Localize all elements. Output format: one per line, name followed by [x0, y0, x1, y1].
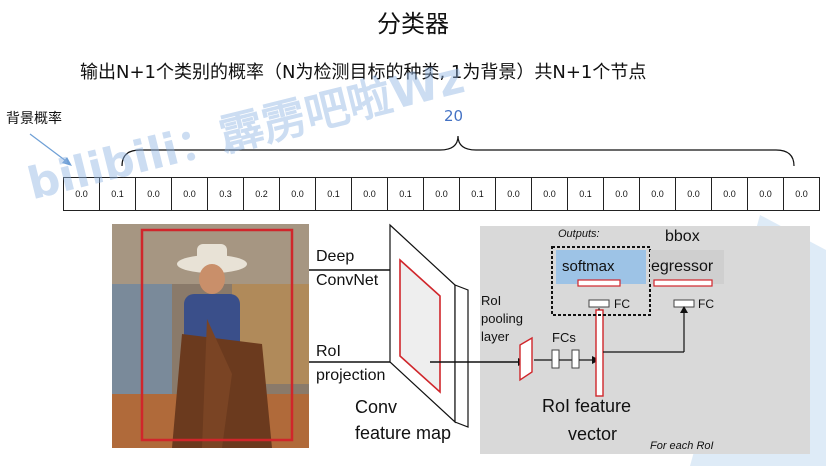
softmax-fc-label: FC: [614, 297, 630, 311]
input-image: [112, 224, 309, 448]
node-count-label: 20: [444, 107, 464, 125]
probability-cell: 0.3: [208, 178, 244, 210]
vector-label: vector: [568, 424, 618, 444]
probability-cell: 0.0: [64, 178, 100, 210]
deep-label: Deep: [316, 248, 355, 265]
roi-feature-label: RoI feature: [542, 396, 632, 416]
roi-label: RoI: [316, 343, 341, 360]
page-title: 分类器: [377, 10, 449, 38]
softmax-fc: [588, 299, 610, 308]
projection-label: projection: [316, 367, 386, 384]
softmax-background: [556, 250, 646, 284]
probability-cell: 0.0: [712, 178, 748, 210]
fcs-label: FCs: [552, 330, 576, 345]
roi-pooling-label-1: RoI: [481, 293, 502, 308]
probability-cell: 0.0: [172, 178, 208, 210]
outputs-label: Outputs:: [558, 228, 600, 240]
probability-cell: 0.1: [100, 178, 136, 210]
page-subtitle: 输出N+1个类别的概率（N为检测目标的种类, 1为背景）共N+1个节点: [80, 62, 647, 83]
regressor-label: egressor: [651, 258, 714, 275]
roi-pooling-label-2: pooling: [481, 311, 523, 326]
probability-cell: 0.0: [676, 178, 712, 210]
probability-cell: 0.2: [244, 178, 280, 210]
fc-layer-1: [551, 349, 560, 369]
probability-cell: 0.1: [568, 178, 604, 210]
probability-cell: 0.1: [460, 178, 496, 210]
background-probability-label: 背景概率: [6, 111, 62, 127]
feature-map-label: feature map: [355, 423, 452, 443]
probability-cell: 0.0: [352, 178, 388, 210]
fc-layer-2: [571, 349, 580, 369]
convnet-label: ConvNet: [316, 272, 379, 289]
probability-cell: 0.1: [388, 178, 424, 210]
roi-pooling-label-3: layer: [481, 329, 510, 344]
roi-pooling-box: [519, 336, 533, 382]
feature-map-roi: [399, 258, 441, 394]
probability-cell: 0.0: [532, 178, 568, 210]
brace-and-arrow: [29, 133, 795, 167]
bbox-fc-label: FC: [698, 297, 714, 311]
for-each-roi-label: For each RoI: [650, 440, 714, 452]
probability-cell: 0.0: [424, 178, 460, 210]
probability-cell: 0.0: [496, 178, 532, 210]
background-arrow: [29, 133, 71, 165]
roi-feature-vector: [595, 309, 604, 397]
probability-cell: 0.0: [136, 178, 172, 210]
background-arrow-head: [62, 157, 72, 166]
bbox-background: [650, 250, 724, 284]
bbox-label: bbox: [665, 228, 700, 245]
softmax-label: softmax: [562, 258, 615, 275]
probability-cell: 0.1: [316, 178, 352, 210]
curly-brace: [121, 135, 795, 167]
probability-cell: 0.0: [640, 178, 676, 210]
probability-cell: 0.0: [795, 189, 808, 199]
bbox-output: [653, 279, 713, 287]
conv-label: Conv: [355, 397, 398, 417]
probability-cell: 0.0: [748, 178, 784, 210]
bbox-fc: [673, 299, 695, 308]
probability-cell: 0.0: [280, 178, 316, 210]
softmax-output: [577, 279, 621, 287]
probability-cell: 0.0: [604, 178, 640, 210]
